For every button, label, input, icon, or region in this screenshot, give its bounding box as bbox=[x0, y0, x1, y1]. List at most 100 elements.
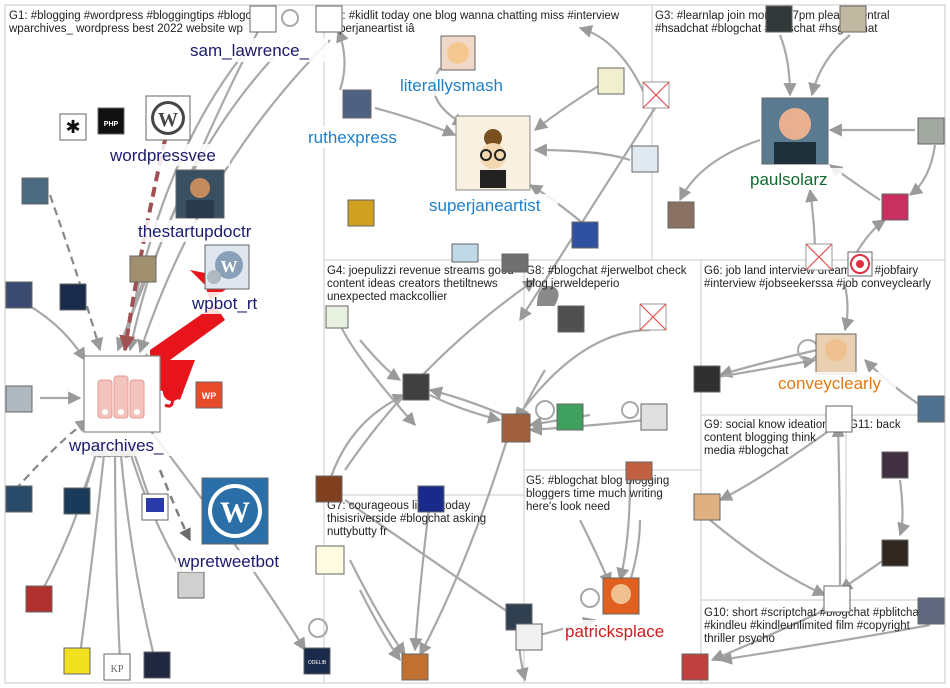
node-avatar[interactable] bbox=[60, 284, 86, 310]
node-label-text: literallysmash bbox=[400, 76, 503, 95]
kp-icon: KP bbox=[111, 664, 124, 675]
node-broken-image[interactable] bbox=[643, 82, 669, 108]
node-wordpressvee[interactable]: W bbox=[146, 96, 190, 140]
wordpress-icon: W bbox=[158, 109, 178, 131]
node-avatar[interactable] bbox=[502, 414, 530, 442]
node-avatar[interactable] bbox=[64, 648, 90, 674]
node-avatar[interactable] bbox=[418, 486, 444, 512]
node-avatar[interactable] bbox=[882, 194, 908, 220]
node-avatar[interactable] bbox=[626, 462, 652, 480]
node-superjaneartist[interactable] bbox=[456, 116, 530, 190]
edge bbox=[115, 445, 120, 660]
node-label-patricksplace: patricksplace bbox=[563, 620, 679, 642]
edge bbox=[420, 430, 510, 655]
edge bbox=[780, 35, 790, 95]
node-label-conveyclearly: conveyclearly bbox=[776, 372, 896, 394]
node-spider-avatar[interactable]: ✱ bbox=[60, 114, 86, 140]
node-avatar[interactable] bbox=[918, 598, 944, 624]
node-avatar[interactable] bbox=[130, 256, 156, 282]
node-avatar[interactable] bbox=[316, 476, 342, 502]
node-avatar[interactable] bbox=[826, 406, 852, 432]
node-avatar[interactable] bbox=[316, 6, 342, 32]
node-avatar[interactable] bbox=[598, 68, 624, 94]
node-label-text: wordpressvee bbox=[109, 146, 216, 165]
node-label-superjaneartist: superjaneartist bbox=[426, 194, 558, 216]
node-avatar[interactable] bbox=[840, 6, 866, 32]
node-thestartupdoctr[interactable] bbox=[176, 170, 224, 218]
edge bbox=[535, 85, 600, 130]
node-avatar[interactable] bbox=[682, 654, 708, 680]
node-avatar[interactable] bbox=[502, 254, 528, 272]
node-avatar[interactable] bbox=[516, 624, 542, 650]
node-paulsolarz[interactable] bbox=[762, 98, 828, 164]
edge bbox=[430, 395, 500, 420]
node-avatar[interactable] bbox=[403, 374, 429, 400]
group-label-g9: G9: social know ideationcontent blogging… bbox=[704, 419, 829, 457]
node-avatar[interactable] bbox=[668, 202, 694, 228]
node-avatar[interactable] bbox=[641, 404, 667, 430]
node-avatar[interactable] bbox=[326, 306, 348, 328]
node-label-sam-lawrence: sam_lawrence_ bbox=[186, 38, 328, 62]
group-label-g2: G2: #kidlit today one blog wanna chattin… bbox=[327, 10, 620, 35]
group-label-g11: G11: back bbox=[849, 419, 901, 431]
node-broken-image[interactable] bbox=[806, 244, 832, 270]
node-label-text: wpbot_rt bbox=[191, 294, 257, 313]
node-label-text: thestartupdoctr bbox=[138, 222, 252, 241]
node-avatar[interactable] bbox=[918, 396, 944, 422]
node-screen-avatar[interactable] bbox=[142, 494, 168, 520]
node-avatar[interactable] bbox=[572, 222, 598, 248]
node-avatar[interactable] bbox=[632, 146, 658, 172]
edge bbox=[80, 445, 105, 655]
spider-icon: ✱ bbox=[65, 117, 80, 137]
node-avatar[interactable] bbox=[6, 386, 32, 412]
node-label-wpretweetbot: wpretweetbot bbox=[176, 550, 296, 572]
node-avatar[interactable] bbox=[316, 546, 344, 574]
node-patricksplace[interactable] bbox=[603, 578, 639, 614]
node-avatar[interactable] bbox=[22, 178, 48, 204]
node-avatar[interactable] bbox=[558, 306, 584, 332]
node-avatar[interactable] bbox=[64, 488, 90, 514]
edge bbox=[812, 35, 850, 95]
node-literallysmash[interactable] bbox=[441, 36, 475, 70]
node-conveyclearly[interactable] bbox=[816, 334, 856, 374]
node-avatar[interactable] bbox=[6, 282, 32, 308]
node-avatar[interactable] bbox=[694, 366, 720, 392]
node-label-paulsolarz: paulsolarz bbox=[748, 168, 842, 190]
node-avatar[interactable] bbox=[250, 6, 276, 32]
node-avatar[interactable] bbox=[348, 200, 374, 226]
node-target-avatar[interactable] bbox=[848, 252, 872, 276]
node-php-avatar[interactable]: PHP bbox=[98, 108, 124, 134]
node-broken-image[interactable] bbox=[640, 304, 666, 330]
node-ruthexpress[interactable] bbox=[343, 90, 371, 118]
node-avatar[interactable] bbox=[557, 404, 583, 430]
node-odelib-avatar[interactable]: ODELIB bbox=[304, 648, 330, 674]
node-wpretweetbot[interactable]: W bbox=[202, 478, 268, 544]
node-avatar[interactable] bbox=[144, 652, 170, 678]
node-avatar[interactable] bbox=[766, 6, 792, 32]
self-loop bbox=[282, 10, 298, 26]
edge bbox=[125, 140, 165, 350]
node-wp-badge[interactable]: WP bbox=[196, 382, 222, 408]
node-avatar[interactable] bbox=[452, 244, 478, 262]
node-avatar[interactable] bbox=[26, 586, 52, 612]
node-avatar[interactable] bbox=[694, 494, 720, 520]
node-avatar[interactable] bbox=[6, 486, 32, 512]
edge bbox=[710, 520, 825, 595]
edge bbox=[40, 445, 98, 595]
node-avatar[interactable] bbox=[882, 540, 908, 566]
edge bbox=[580, 520, 610, 585]
node-wpbot_rt[interactable]: W bbox=[205, 245, 249, 289]
node-avatar[interactable] bbox=[918, 118, 944, 144]
node-kp-avatar[interactable]: KP bbox=[104, 654, 130, 680]
node-label-text: wpretweetbot bbox=[177, 552, 279, 571]
node-avatar[interactable] bbox=[882, 452, 908, 478]
self-loop bbox=[536, 401, 554, 419]
node-label-wordpressvee: wordpressvee bbox=[106, 144, 230, 166]
edge bbox=[845, 285, 848, 330]
node-avatar[interactable] bbox=[824, 586, 850, 612]
node-wparchives_[interactable] bbox=[84, 356, 160, 432]
odelib-icon: ODELIB bbox=[308, 660, 327, 666]
node-avatar[interactable] bbox=[402, 654, 428, 680]
node-avatar[interactable] bbox=[178, 572, 204, 598]
node-label-text: patricksplace bbox=[565, 622, 664, 641]
